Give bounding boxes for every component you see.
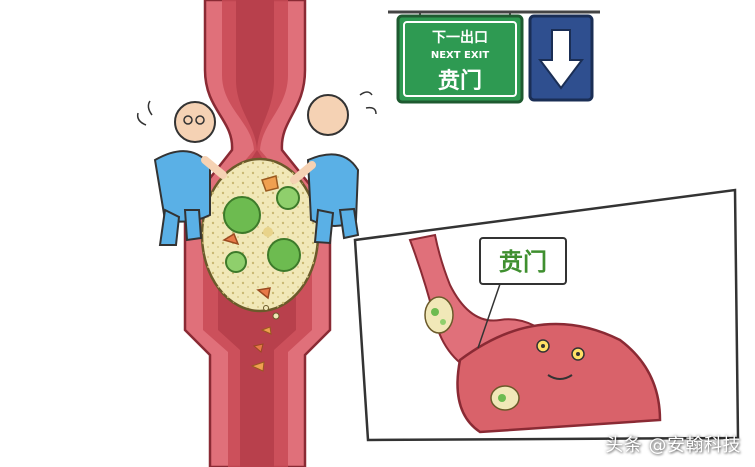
inset-panel: 贲门 bbox=[353, 188, 740, 442]
inset-label-box: 贲门 bbox=[477, 237, 567, 349]
sign-line2: NEXT EXIT bbox=[431, 50, 489, 61]
sign-line3: 贲门 bbox=[438, 68, 482, 94]
sign-line1: 下一出口 bbox=[432, 29, 488, 46]
worker-left bbox=[136, 100, 227, 246]
food-bolus bbox=[200, 157, 320, 313]
watermark: 头条 @安翰科技 bbox=[605, 435, 741, 456]
inset-label: 贲门 bbox=[499, 248, 547, 276]
food-crumbs bbox=[250, 305, 280, 372]
exit-sign: 下一出口 NEXT EXIT 贲门 bbox=[388, 10, 600, 104]
down-arrow-icon bbox=[538, 29, 584, 90]
worker-right bbox=[290, 91, 377, 245]
